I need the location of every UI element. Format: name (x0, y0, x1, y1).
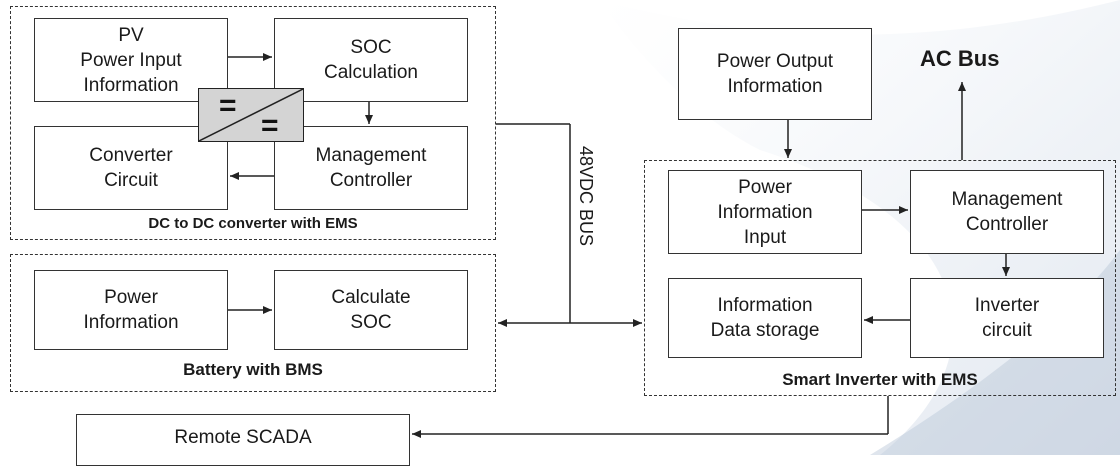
converter-symbol-top: = (219, 89, 237, 122)
power-information-box: Power Information (34, 270, 228, 350)
dc-dc-converter-group (10, 6, 496, 240)
smart-inverter-group (644, 160, 1116, 396)
remote-scada-box: Remote SCADA (76, 414, 410, 466)
dc-bus-label: 48VDC BUS (576, 146, 596, 247)
management-controller-box: Management Controller (274, 126, 468, 210)
converter-symbol-bottom: = (261, 109, 279, 142)
battery-group-caption: Battery with BMS (183, 360, 323, 379)
calculate-soc-box: Calculate SOC (274, 270, 468, 350)
information-data-storage-box: Information Data storage (668, 278, 862, 358)
pv-power-input-box: PV Power Input Information (34, 18, 228, 102)
power-output-information-box: Power Output Information (678, 28, 872, 120)
inverter-group-caption: Smart Inverter with EMS (782, 370, 978, 389)
dc-dc-converter-symbol: = = (198, 88, 304, 142)
inverter-management-controller-box: Management Controller (910, 170, 1104, 254)
converter-circuit-box: Converter Circuit (34, 126, 228, 210)
soc-calculation-box: SOC Calculation (274, 18, 468, 102)
inverter-circuit-box: Inverter circuit (910, 278, 1104, 358)
converter-diagonal (199, 89, 303, 141)
dc-dc-group-caption: DC to DC converter with EMS (148, 215, 358, 232)
power-information-input-box: Power Information Input (668, 170, 862, 254)
battery-bms-group (10, 254, 496, 392)
ac-bus-label: AC Bus (920, 46, 1000, 71)
